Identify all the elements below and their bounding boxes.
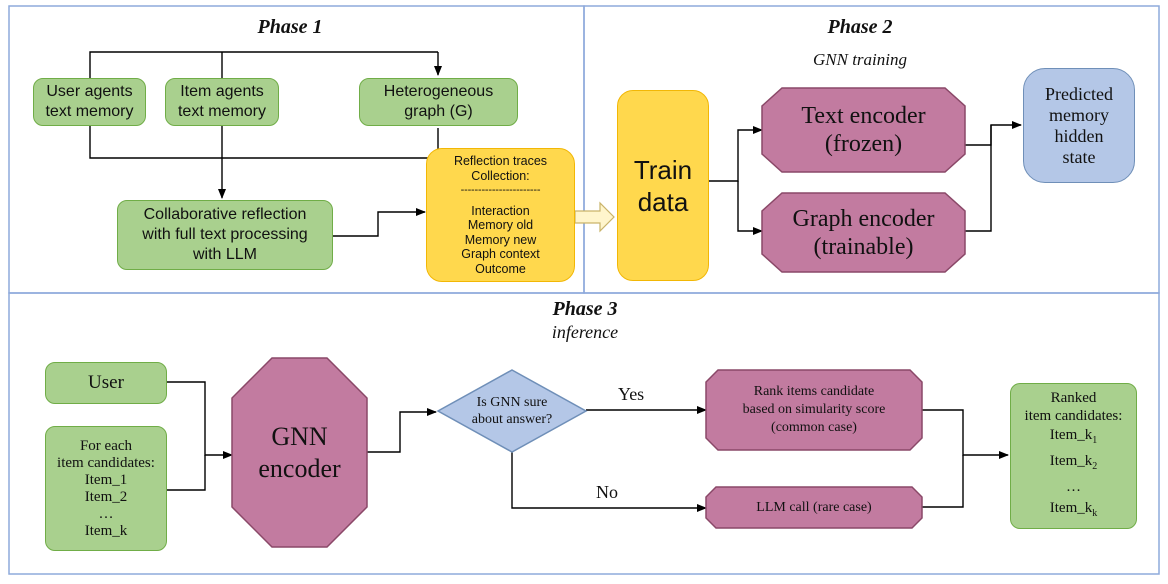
connector-llm-to-ranked bbox=[922, 455, 964, 508]
phase3-subtitle: inference bbox=[551, 322, 619, 342]
traces-items: Interaction Memory old Memory new Graph … bbox=[461, 203, 540, 276]
arrow-rank-to-ranked bbox=[922, 409, 1009, 459]
ranked-item: Item_kk bbox=[1049, 499, 1098, 519]
decision-diamond bbox=[436, 369, 588, 453]
connector-top-bar bbox=[89, 51, 438, 78]
arrow-to-traces bbox=[333, 208, 426, 237]
user-agents-box: User agents text memory bbox=[33, 78, 146, 126]
text-encoder-label: Text encoder (frozen) bbox=[801, 103, 926, 157]
llm-call-shape bbox=[705, 486, 923, 529]
gnn-encoder-shape bbox=[231, 357, 368, 548]
candidates-items: Item_1 Item_2 … Item_k bbox=[84, 471, 128, 539]
candidates-heading: For each item candidates: bbox=[57, 437, 155, 471]
ranked-item: Item_k1 bbox=[1049, 426, 1098, 446]
graph-encoder-shape bbox=[761, 192, 966, 273]
rank-shape bbox=[705, 369, 923, 451]
yes-label: Yes bbox=[618, 384, 645, 404]
predicted-memory-box: Predicted memory hidden state bbox=[1023, 68, 1135, 183]
ranked-heading: Ranked item candidates: bbox=[1024, 389, 1123, 424]
reflection-traces-box: Reflection traces Collection: ----------… bbox=[426, 148, 575, 282]
ranked-item: Item_k2 bbox=[1049, 452, 1098, 472]
ranked-item: … bbox=[1066, 478, 1081, 495]
user-box: User bbox=[45, 362, 167, 404]
arrow-text-to-predicted bbox=[965, 121, 1022, 146]
arrow-no bbox=[511, 452, 707, 512]
collaborative-reflection-box: Collaborative reflection with full text … bbox=[117, 200, 333, 270]
block-arrow-to-train bbox=[574, 201, 615, 233]
traces-divider: ----------------------- bbox=[460, 184, 541, 196]
arrow-gnn-to-decision bbox=[367, 408, 437, 453]
train-data-box: Train data bbox=[617, 90, 709, 281]
graph-encoder-label: Graph encoder (trainable) bbox=[792, 205, 935, 260]
phase2-title: Phase 2 bbox=[827, 16, 893, 38]
arrow-to-text-encoder bbox=[709, 126, 763, 182]
llm-call-label: LLM call (rare case) bbox=[756, 499, 872, 515]
phase1-title: Phase 1 bbox=[257, 16, 323, 38]
candidates-box: For each item candidates: Item_1 Item_2 … bbox=[45, 426, 167, 551]
arrow-to-graph-encoder bbox=[737, 181, 763, 235]
no-label: No bbox=[596, 482, 618, 502]
arrow-user-to-gnn bbox=[167, 381, 233, 459]
rank-label: Rank items candidate based on simularity… bbox=[742, 384, 886, 435]
heterogeneous-graph-box: Heterogeneous graph (G) bbox=[359, 78, 518, 126]
connector-graph-to-predicted bbox=[965, 125, 992, 232]
text-encoder-shape bbox=[761, 87, 966, 173]
phase2-subtitle: GNN training bbox=[813, 50, 907, 69]
connector-candidates-to-gnn bbox=[167, 455, 206, 491]
gnn-encoder-label: GNN encoder bbox=[258, 421, 341, 483]
connector-bottom-bar bbox=[89, 126, 439, 159]
phase3-title: Phase 3 bbox=[552, 298, 618, 320]
phase3-frame bbox=[8, 292, 1160, 575]
traces-heading: Reflection traces Collection: bbox=[453, 154, 548, 183]
item-agents-box: Item agents text memory bbox=[165, 78, 279, 126]
decision-label: Is GNN sure about answer? bbox=[471, 395, 553, 427]
